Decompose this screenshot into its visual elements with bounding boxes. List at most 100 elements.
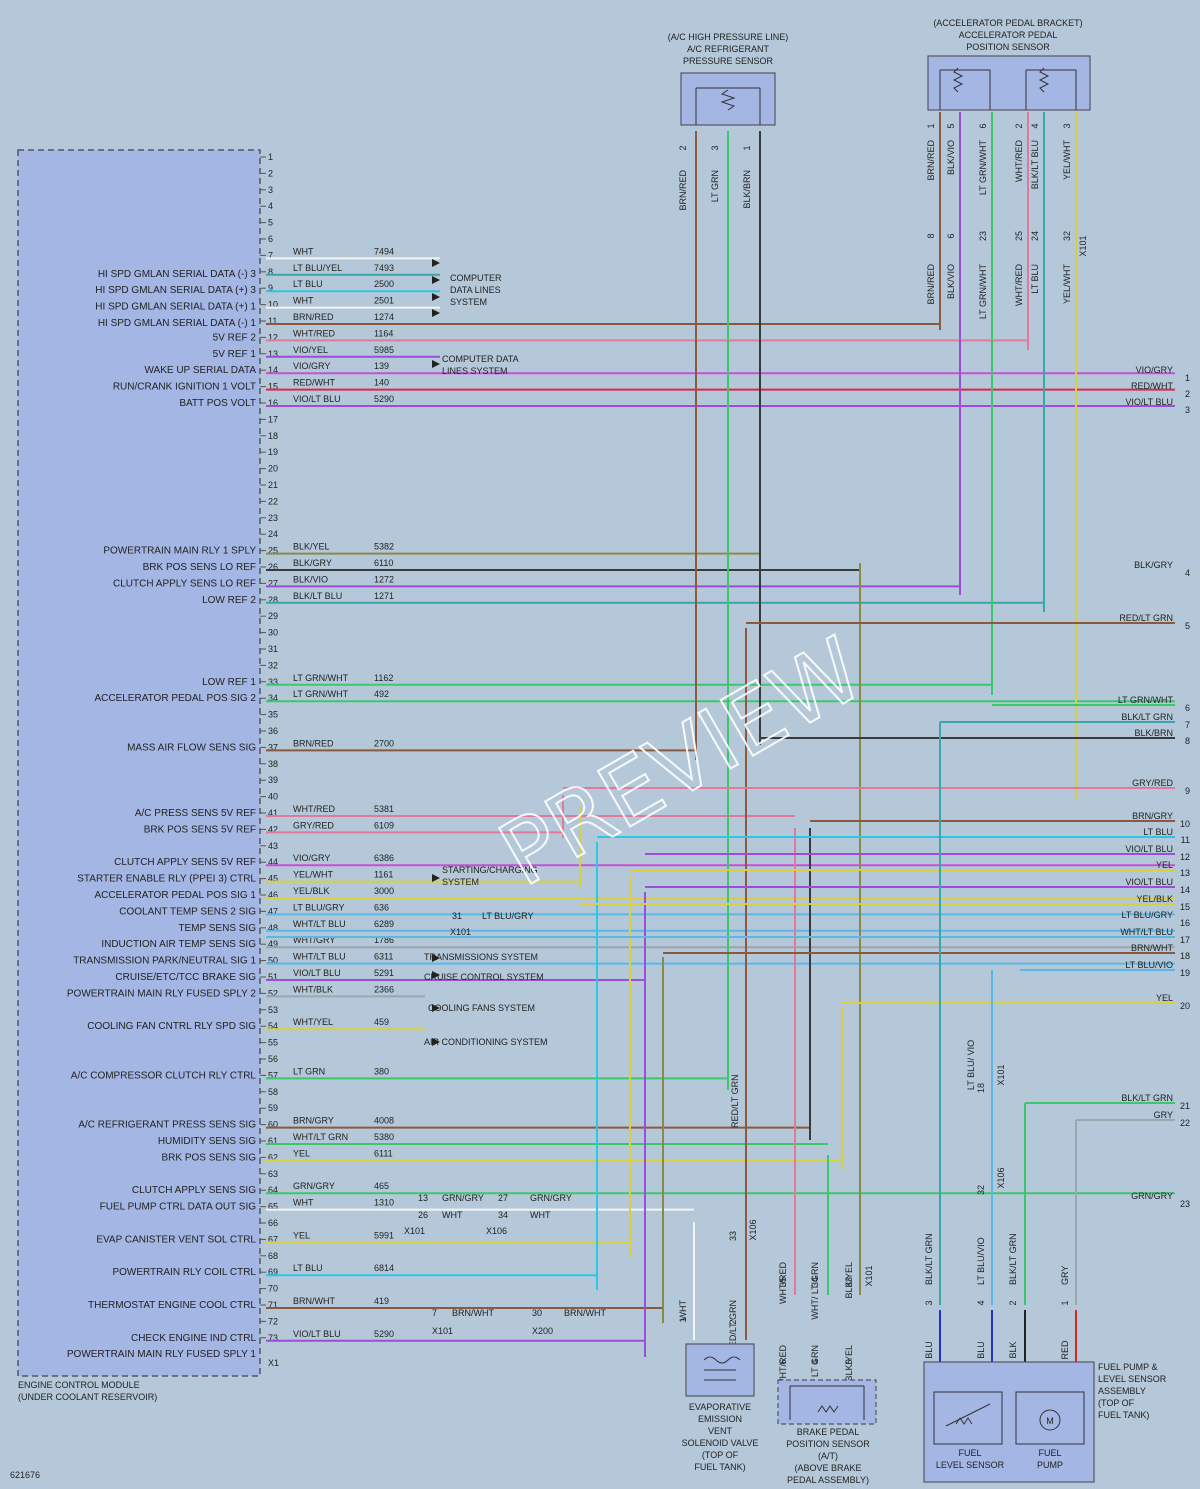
note-ac: AIR CONDITIONING SYSTEM — [424, 1037, 548, 1047]
right-terminal-number: 12 — [1180, 852, 1190, 862]
ecm-pin-number: 26 — [268, 562, 278, 572]
ecm-circuit-number: 419 — [374, 1296, 389, 1306]
ecm-wire-color: YEL — [293, 1148, 310, 1158]
inline-connector-label: 30 — [532, 1308, 542, 1318]
ecm-pin-number: 20 — [268, 464, 278, 474]
ecm-signal-label: A/C REFRIGERANT PRESS SENS SIG — [78, 1120, 256, 1131]
app-wire-label: WHT/RED — [1014, 140, 1024, 182]
fuel-assembly-caption-5: FUEL TANK) — [1098, 1410, 1149, 1420]
ecm-wire-color: BLK/VIO — [293, 574, 328, 584]
right-terminal-number: 11 — [1181, 835, 1190, 845]
ecm-signal-label: COOLING FAN CNTRL RLY SPD SIG — [87, 1021, 256, 1032]
right-terminal-wire: BLK/LT GRN — [1121, 712, 1173, 722]
ecm-pin-number: 66 — [268, 1218, 278, 1228]
app-connector-wire: LT BLU — [1030, 264, 1040, 294]
ecm-wire-color: VIO/GRY — [293, 361, 330, 371]
brake-caption-1: BRAKE PEDAL — [797, 1427, 860, 1437]
fuel-connector-wire-2: LT BLU/ VIO — [966, 1040, 976, 1090]
right-terminal-wire: GRN/GRY — [1131, 1191, 1173, 1201]
ecm-circuit-number: 5291 — [374, 968, 394, 978]
inline-connector-label: GRN/GRY — [530, 1193, 572, 1203]
ecm-pin-number: 5 — [268, 218, 273, 228]
ecm-signal-label: RUN/CRANK IGNITION 1 VOLT — [113, 382, 256, 393]
ecm-pin-number: 28 — [268, 595, 278, 605]
ecm-circuit-number: 492 — [374, 689, 389, 699]
ecm-pin-number: 61 — [268, 1136, 278, 1146]
inline-connector-label: WHT — [442, 1210, 463, 1220]
right-terminal-wire: VIO/LT BLU — [1125, 844, 1173, 854]
brake-connector-wire: WHT/RED — [778, 1262, 788, 1304]
evap-valve-caption: EVAPORATIVE EMISSION VENT SOLENOID VALVE… — [682, 1402, 759, 1472]
ecm-wire-color: LT BLU — [293, 279, 323, 289]
ecm-circuit-number: 5290 — [374, 1329, 394, 1339]
ecm-pin-number: 16 — [268, 398, 278, 408]
ecm-wire-color: LT GRN/WHT — [293, 673, 349, 683]
system-arrow-icon — [432, 309, 440, 317]
ecm-wire-color: WHT/LT GRN — [293, 1132, 348, 1142]
app-connector-wire: BLK/VIO — [946, 264, 956, 299]
ac-sensor-wire-label: BRN/RED — [678, 170, 688, 211]
right-terminal-wire: BLK/LT GRN — [1121, 1093, 1173, 1103]
ecm-signal-label: TRANSMISSION PARK/NEUTRAL SIG 1 — [73, 956, 256, 967]
ecm-circuit-number: 5290 — [374, 394, 394, 404]
ecm-pin-number: 19 — [268, 447, 278, 457]
inline-connector-label: WHT — [530, 1210, 551, 1220]
right-terminal-number: 16 — [1180, 918, 1190, 928]
app-connector-wire: WHT/RED — [1014, 264, 1024, 306]
fuel-level-sensor-icon — [945, 1403, 991, 1427]
fuel-level-label-2: LEVEL SENSOR — [936, 1460, 1005, 1470]
right-terminal-wire: LT BLU/GRY — [1121, 910, 1173, 920]
app-pin-number: 1 — [926, 123, 936, 128]
ecm-wire-color: LT BLU — [293, 1263, 323, 1273]
ecm-wire-color: WHT/YEL — [293, 1017, 333, 1027]
inline-connector-label: 34 — [498, 1210, 508, 1220]
ecm-wire-color: WHT — [293, 1198, 314, 1208]
ecm-wire-color: BLK/YEL — [293, 542, 330, 552]
ecm-wire-color: WHT/LT BLU — [293, 919, 346, 929]
ecm-pin-number: 58 — [268, 1087, 278, 1097]
inline-connector-label: 7 — [432, 1308, 437, 1318]
ecm-pin-number: 42 — [268, 824, 278, 834]
system-arrow-icon — [432, 874, 440, 882]
ecm-wire-color: WHT/RED — [293, 328, 335, 338]
ecm-pin-number: 56 — [268, 1054, 278, 1064]
ecm-signal-label: HI SPD GMLAN SERIAL DATA (-) 1 — [98, 318, 257, 329]
fuel-pin-wire: RED — [1060, 1340, 1070, 1360]
ecm-pin-number: 34 — [268, 693, 278, 703]
brake-caption-5: PEDAL ASSEMBLY) — [787, 1475, 869, 1485]
note-computer-data-2a: COMPUTER DATA — [442, 354, 519, 364]
ecm-signal-label: 5V REF 2 — [213, 332, 257, 343]
ecm-pin-number: 35 — [268, 710, 278, 720]
ecm-circuit-number: 140 — [374, 378, 389, 388]
right-terminal-number: 13 — [1180, 868, 1190, 878]
app-sensor-title-1: (ACCELERATOR PEDAL BRACKET) — [933, 18, 1082, 28]
evap-caption-5: (TOP OF — [702, 1450, 739, 1460]
right-terminal-wire: LT BLU/VIO — [1125, 960, 1173, 970]
ecm-pin-number: 68 — [268, 1251, 278, 1261]
ac-sensor-title-2: A/C REFRIGERANT — [687, 44, 770, 54]
fuel-connector-wire: BLK/LT GRN — [1008, 1233, 1018, 1285]
ecm-pin-number: 41 — [268, 808, 278, 818]
ecm-circuit-number: 6814 — [374, 1263, 394, 1273]
ecm-pin-number: 11 — [268, 316, 277, 326]
ecm-wire-color: YEL — [293, 1230, 310, 1240]
system-arrow-icon — [432, 1038, 440, 1046]
app-connector-wire: BRN/RED — [926, 264, 936, 305]
ecm-circuit-number: 1161 — [374, 870, 393, 880]
app-wire-label: YEL/WHT — [1062, 140, 1072, 181]
wires-group — [266, 112, 1175, 1420]
brake-wire-label: WHT/RED — [778, 1345, 788, 1387]
ecm-pin-number: 32 — [268, 660, 278, 670]
ecm-signal-label: TEMP SENS SIG — [178, 923, 256, 934]
ecm-circuit-number: 380 — [374, 1066, 389, 1076]
ecm-pin-number: 70 — [268, 1284, 278, 1294]
ecm-signal-label: COOLANT TEMP SENS 2 SIG — [119, 906, 256, 917]
ecm-wire-color: BRN/WHT — [293, 1296, 335, 1306]
inline-connector-label: X101 — [404, 1226, 425, 1236]
app-sensor-title-3: POSITION SENSOR — [966, 42, 1050, 52]
fuel-assembly-caption-4: (TOP OF — [1098, 1398, 1135, 1408]
brake-sensor-caption: BRAKE PEDAL POSITION SENSOR (A/T) (ABOVE… — [786, 1427, 870, 1485]
ecm-circuit-number: 6386 — [374, 853, 394, 863]
ecm-signal-label: LOW REF 2 — [202, 595, 256, 606]
